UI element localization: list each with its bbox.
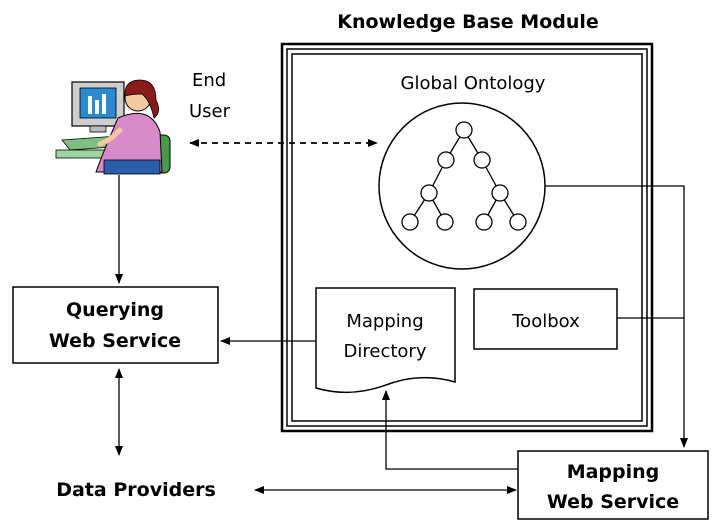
end-user-label-line2: User (189, 101, 231, 122)
mapping-ws-to-directory-arrow (382, 390, 519, 470)
toolbox-label: Toolbox (511, 311, 580, 332)
mapping-directory-line1: Mapping (346, 311, 423, 332)
mapping-directory-doc (315, 287, 456, 394)
querying-ws-line2: Web Service (49, 330, 181, 352)
knowledge-base-title: Knowledge Base Module (337, 11, 599, 33)
mapping-ws-line2: Web Service (547, 491, 679, 513)
end-user-label-line1: End (192, 70, 226, 91)
mapping-directory-line2: Directory (344, 341, 427, 362)
querying-ws-line1: Querying (66, 299, 164, 321)
knowledge-base-module-box (280, 42, 654, 433)
end-user-icon (55, 79, 171, 175)
toolbox-box (473, 288, 618, 350)
mapping-web-service-box (517, 450, 709, 520)
global-ontology-tree (378, 102, 546, 270)
querying-web-service-box (12, 286, 219, 364)
data-providers-label: Data Providers (56, 479, 216, 501)
mapping-ws-line1: Mapping (567, 461, 660, 483)
ontology-to-mapping-line (545, 185, 685, 318)
global-ontology-label: Global Ontology (401, 73, 546, 94)
